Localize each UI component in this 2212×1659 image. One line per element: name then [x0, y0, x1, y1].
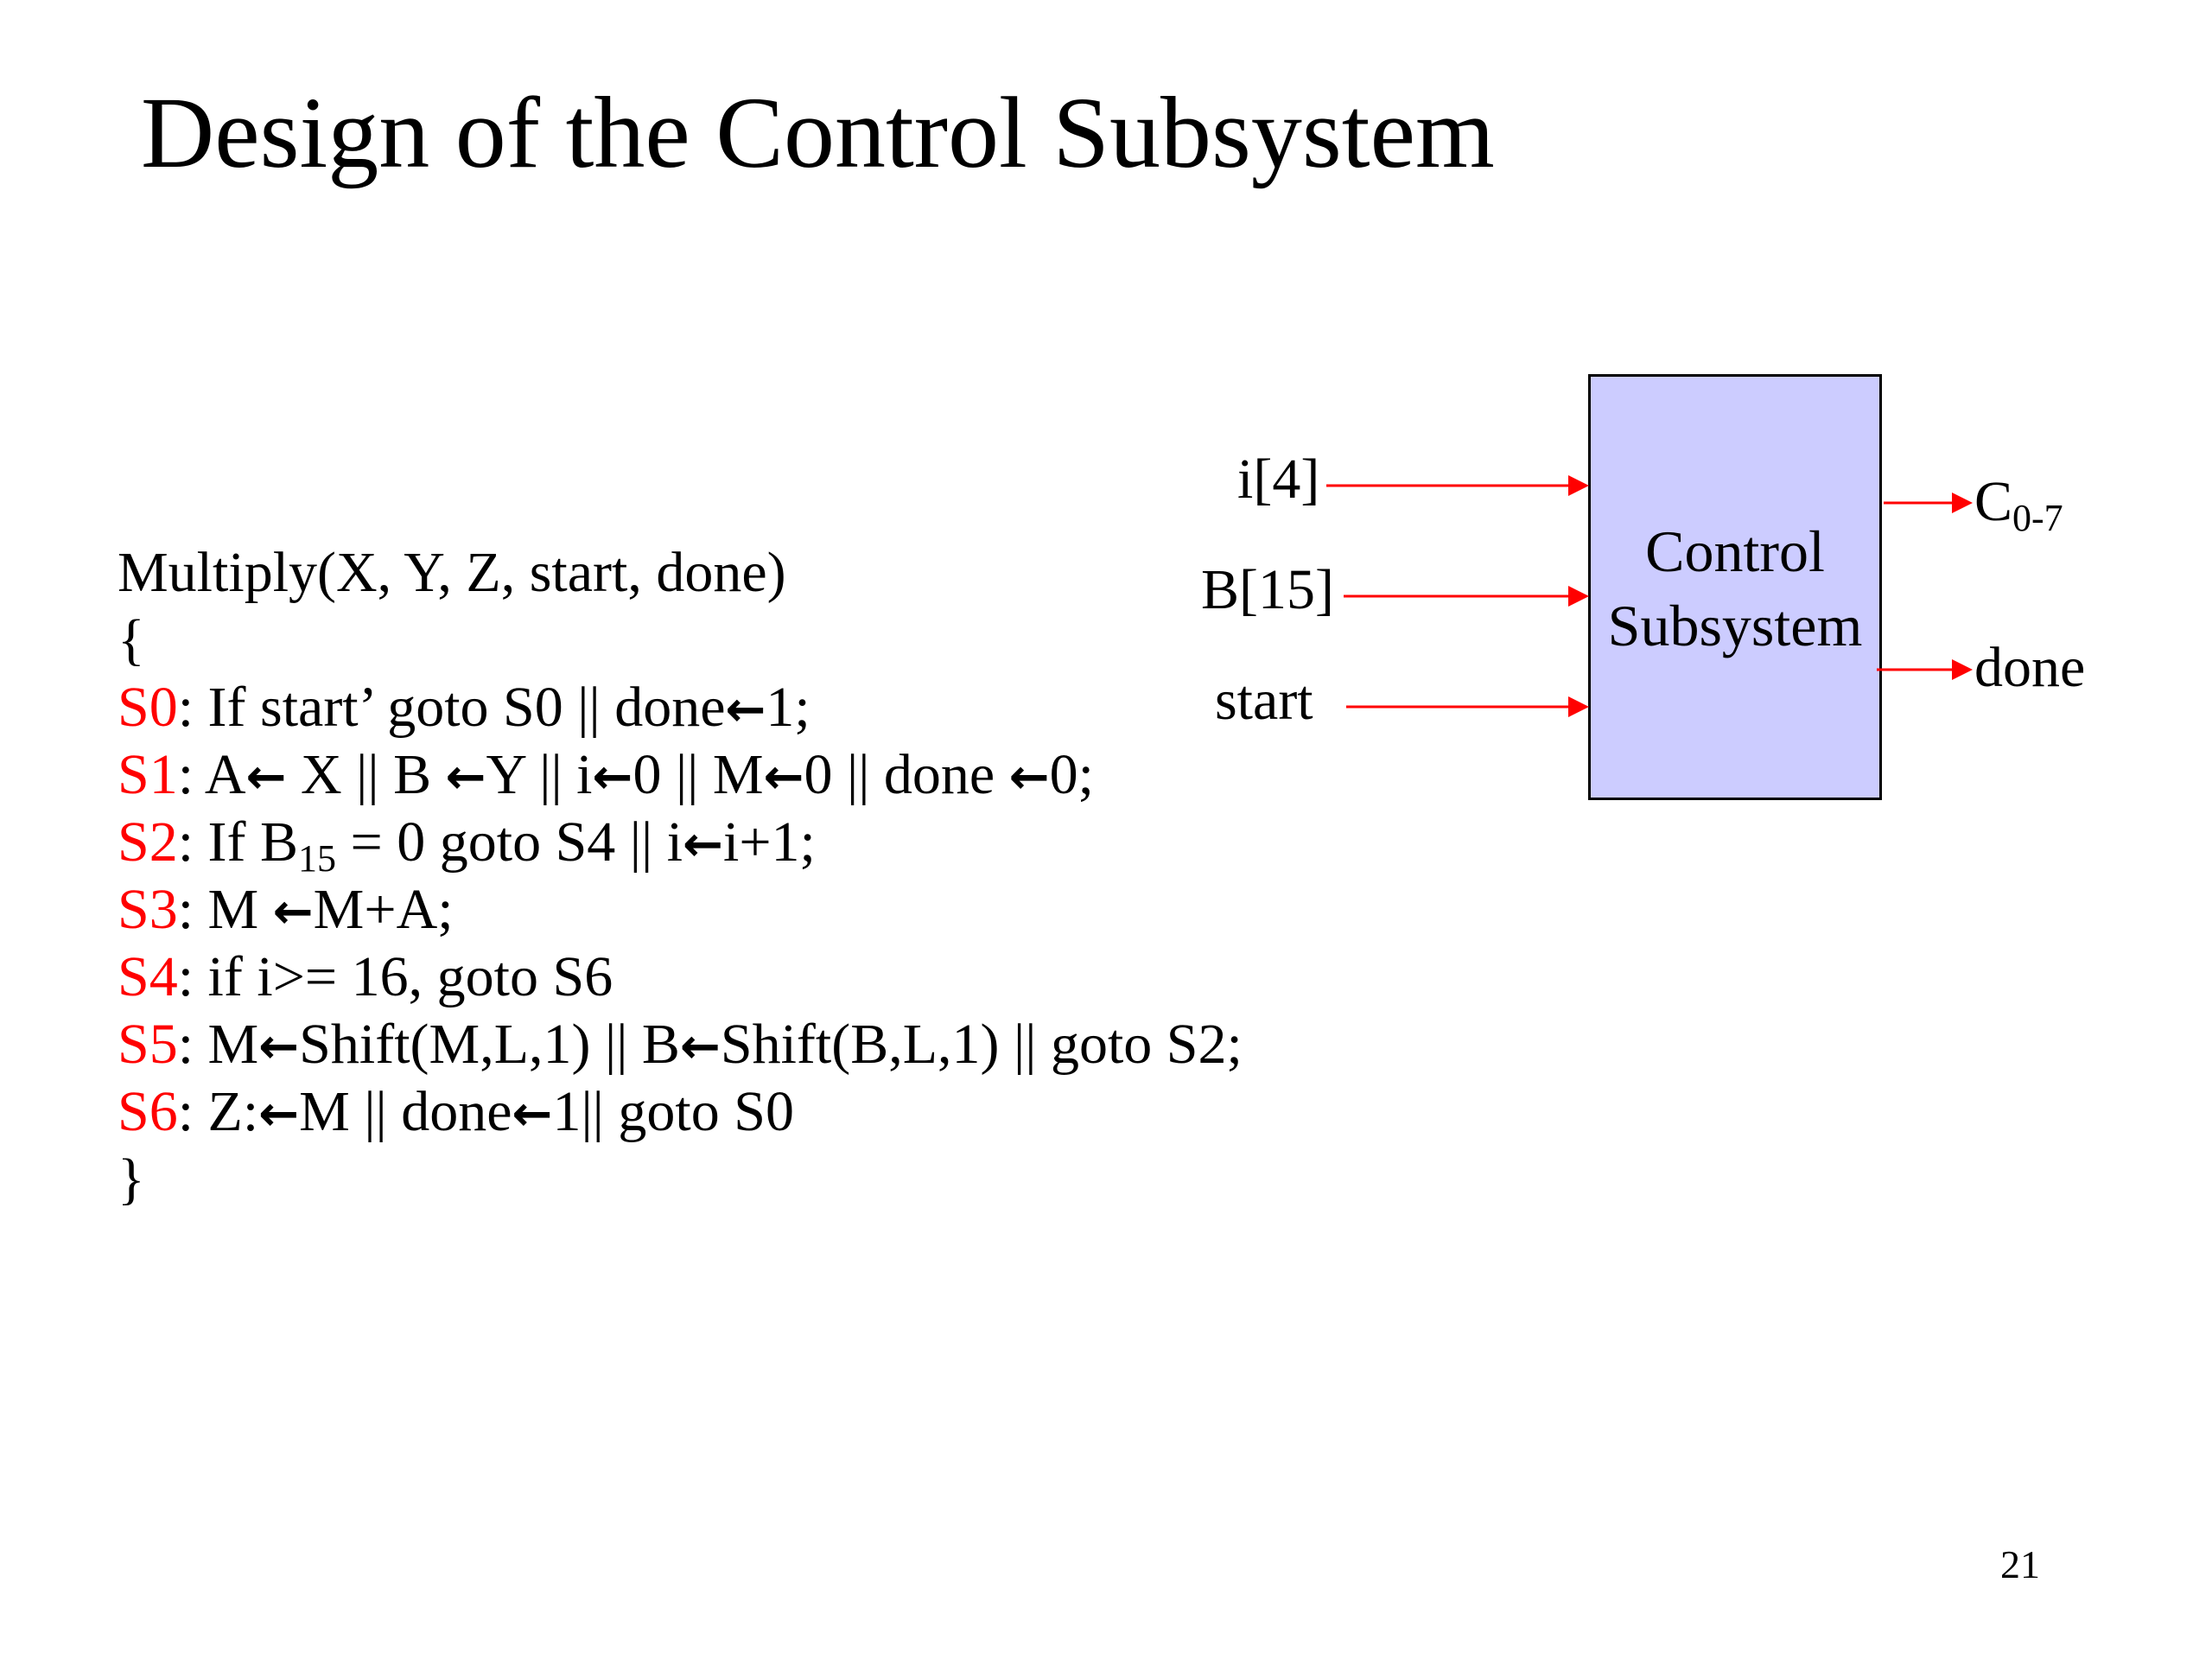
state-label-s0: S0 — [118, 676, 178, 739]
code-line-s4: S4: if i>= 16, goto S6 — [118, 944, 1243, 1011]
code-line-s2: S2: If B15 = 0 goto S4 || i←i+1; — [118, 809, 1243, 878]
state-label-s1: S1 — [118, 743, 178, 806]
box-label-line: Control — [1645, 518, 1825, 584]
output-c-main: C — [1974, 470, 2013, 533]
left-arrow-icon: ← — [725, 682, 766, 738]
state-label-s3: S3 — [118, 878, 178, 941]
code-text: : Z: — [177, 1080, 259, 1143]
code-close-brace: } — [118, 1147, 145, 1211]
code-text: M || done — [299, 1080, 512, 1143]
control-subsystem-box — [1588, 374, 1882, 800]
left-arrow-icon: ← — [683, 817, 723, 873]
left-arrow-icon: ← — [258, 1019, 300, 1075]
output-label-c: C0-7 — [1974, 474, 2063, 537]
output-c-subscript: 0-7 — [2012, 497, 2063, 539]
code-text: : If start’ goto S0 || done — [177, 676, 726, 739]
code-line-s6: S6: Z:←M || done←1|| goto S0 — [118, 1078, 1243, 1146]
code-text: : If B — [177, 810, 299, 874]
code-line-s0: S0: If start’ goto S0 || done←1; — [118, 674, 1243, 741]
slide-title: Design of the Control Subsystem — [141, 76, 1495, 189]
left-arrow-icon: ← — [592, 749, 633, 805]
code-text: 1|| goto S0 — [552, 1080, 794, 1143]
code-text: M+A; — [313, 878, 454, 941]
code-text: : A — [177, 743, 246, 806]
code-text: : if i>= 16, goto S6 — [177, 945, 613, 1008]
state-label-s6: S6 — [118, 1080, 178, 1143]
box-label-line: Subsystem — [1607, 593, 1863, 658]
subscript: 15 — [298, 837, 337, 880]
left-arrow-icon: ← — [272, 884, 314, 940]
code-text: X || B — [286, 743, 446, 806]
code-open-brace: { — [118, 608, 145, 671]
code-text: = 0 goto S4 || i — [336, 810, 683, 874]
left-arrow-icon: ← — [1008, 749, 1050, 805]
code-line-s5: S5: M←Shift(M,L,1) || B←Shift(B,L,1) || … — [118, 1011, 1243, 1078]
input-label-b15: B[15] — [1201, 558, 1334, 621]
code-text: 0 || done — [804, 743, 1009, 806]
left-arrow-icon: ← — [445, 749, 486, 805]
code-text: 1; — [766, 676, 810, 739]
code-header: Multiply(X, Y, Z, start, done) — [118, 541, 786, 604]
left-arrow-icon: ← — [245, 749, 287, 805]
code-text: 0; — [1049, 743, 1094, 806]
input-label-i4: i[4] — [1237, 448, 1320, 511]
input-label-start: start — [1215, 669, 1313, 732]
code-text: Shift(B,L,1) || goto S2; — [720, 1013, 1243, 1076]
code-text: : M — [177, 1013, 259, 1076]
code-text: 0 || M — [632, 743, 764, 806]
code-text: i+1; — [723, 810, 816, 874]
left-arrow-icon: ← — [763, 749, 804, 805]
left-arrow-icon: ← — [258, 1086, 300, 1142]
pseudocode-block: Multiply(X, Y, Z, start, done) { S0: If … — [118, 539, 1243, 1213]
state-label-s5: S5 — [118, 1013, 178, 1076]
control-subsystem-label: Control Subsystem — [1588, 514, 1882, 663]
left-arrow-icon: ← — [679, 1019, 721, 1075]
state-label-s4: S4 — [118, 945, 178, 1008]
code-text: Shift(M,L,1) || B — [299, 1013, 680, 1076]
code-line-s1: S1: A← X || B ←Y || i←0 || M←0 || done ←… — [118, 741, 1243, 809]
page-number: 21 — [2000, 1542, 2040, 1586]
code-text: : M — [177, 878, 273, 941]
left-arrow-icon: ← — [512, 1086, 553, 1142]
code-line-s3: S3: M ←M+A; — [118, 876, 1243, 944]
output-label-done: done — [1974, 636, 2086, 699]
code-text: Y || i — [486, 743, 593, 806]
state-label-s2: S2 — [118, 810, 178, 874]
